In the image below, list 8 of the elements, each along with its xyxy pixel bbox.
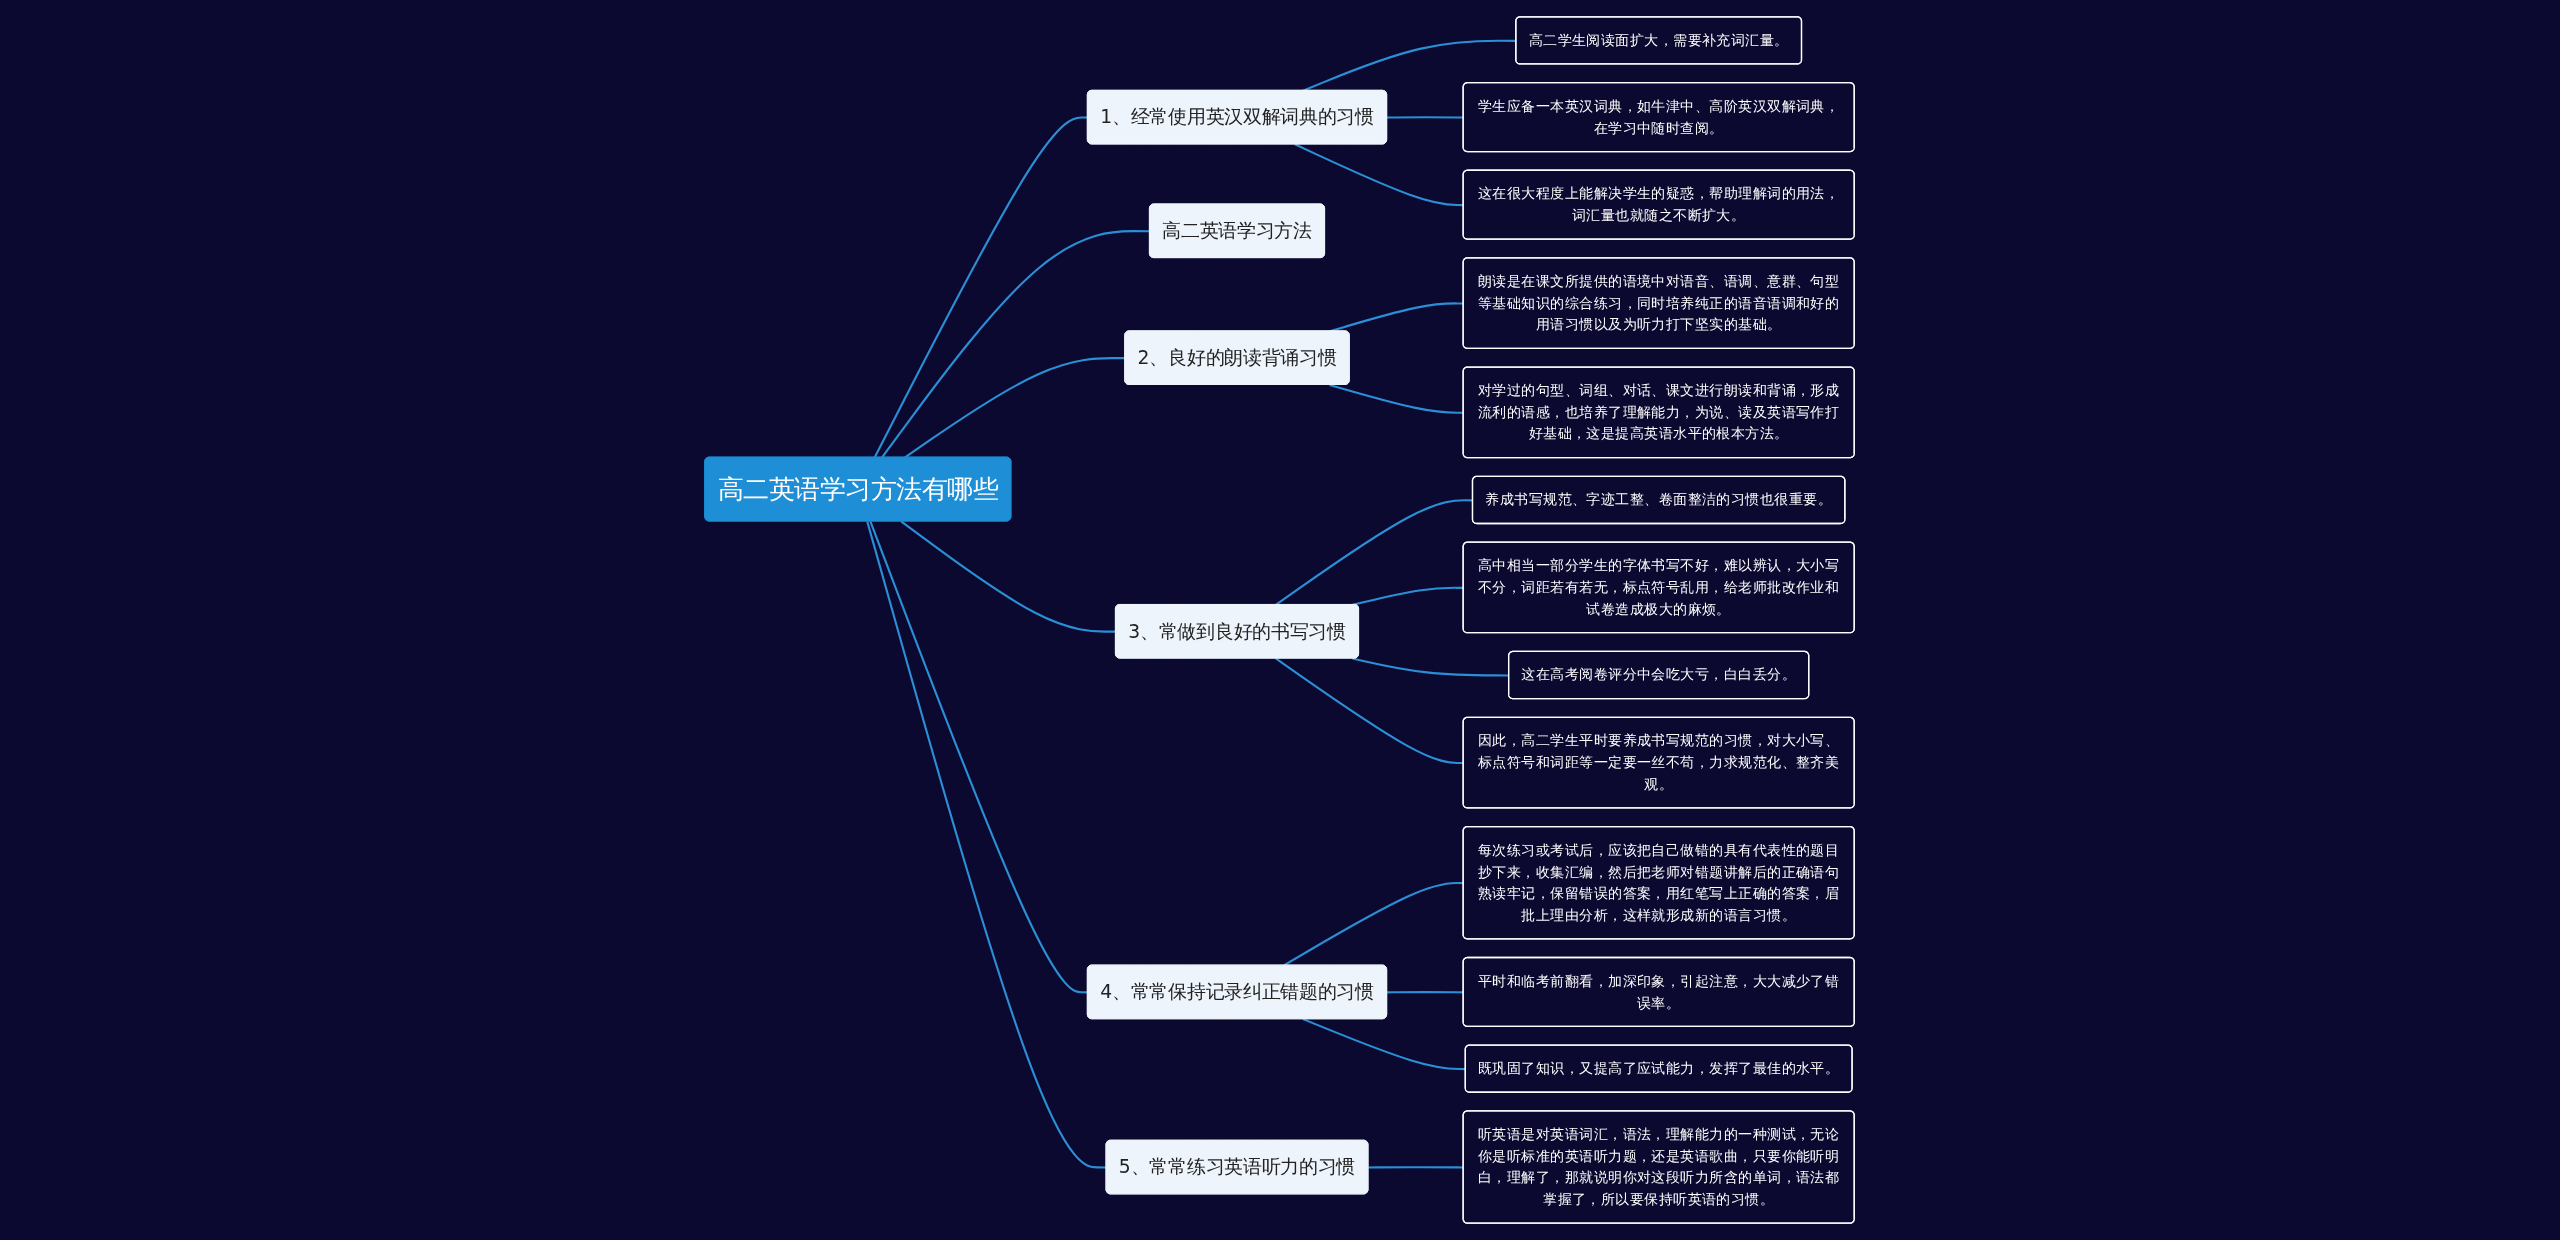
connector [901,520,1117,633]
connector [866,521,1107,1169]
connector [904,357,1126,459]
connector [881,230,1151,459]
connector [869,521,1089,994]
connector [1352,657,1510,677]
connector [874,116,1089,459]
connector [1303,39,1517,92]
